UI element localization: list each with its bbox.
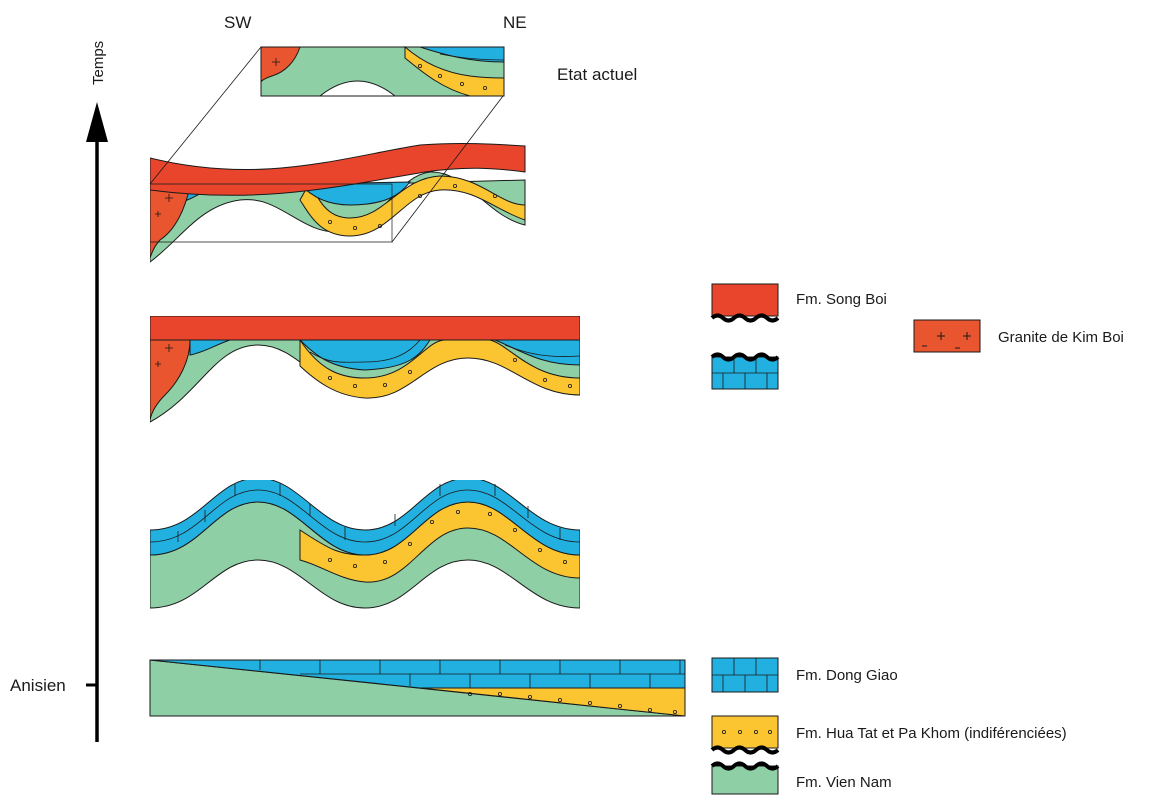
legend-hua-tat-label: Fm. Hua Tat et Pa Khom (indiférenciées) [796, 725, 1067, 742]
section-song-boi-deposit [150, 316, 580, 423]
s1-sandstone-dots [467, 692, 678, 715]
legend-unconformity-1 [710, 313, 780, 323]
direction-ne: NE [503, 13, 527, 32]
legend-granite-pattern [922, 332, 971, 349]
s4-pattern [155, 183, 497, 230]
legend-dong-giao: Fm. Dong Giao [711, 657, 898, 693]
inset-projection-left [149, 46, 262, 185]
direction-sw: SW [224, 13, 251, 32]
s4-granite [150, 185, 191, 259]
s3-granite [150, 339, 191, 421]
legend-unconformity-3 [710, 745, 780, 755]
legend-song-boi-label: Fm. Song Boi [796, 291, 887, 308]
s3-song-boi [150, 316, 580, 341]
legend-hua-tat: Fm. Hua Tat et Pa Khom (indiférenciées) [710, 715, 1067, 755]
legend-hua-tat-dots [722, 730, 773, 735]
legend: Fm. Song Boi Granite de Kim Boi Fm. Dong… [710, 283, 1124, 795]
s1-limestone-pattern [259, 660, 685, 688]
legend-vien-nam: Fm. Vien Nam [710, 761, 892, 795]
legend-limestone-pattern-top [712, 357, 778, 389]
anisien-label: Anisien [10, 676, 66, 695]
section-anisien [149, 659, 686, 717]
legend-vien-nam-swatch [711, 765, 779, 795]
legend-unconformity-4 [710, 761, 780, 771]
legend-unconformity-limestone [710, 352, 780, 390]
legend-granite-label: Granite de Kim Boi [998, 329, 1124, 346]
s5-frame [260, 46, 505, 97]
s5-pattern [272, 53, 504, 91]
section-tilted [150, 142, 526, 263]
s4-song-boi [150, 142, 526, 196]
legend-vien-nam-label: Fm. Vien Nam [796, 774, 892, 791]
s5-lens [319, 80, 396, 96]
section-folded [150, 480, 580, 609]
present-state-label: Etat actuel [557, 65, 637, 84]
inset-projection-right [391, 95, 504, 243]
time-axis: Temps Anisien [10, 41, 108, 742]
section-present [260, 46, 505, 97]
s5-hua-tat [404, 46, 504, 96]
legend-granite: Granite de Kim Boi [913, 319, 1124, 353]
legend-dong-giao-label: Fm. Dong Giao [796, 667, 898, 684]
s3-pattern [155, 339, 580, 388]
legend-unconformity-2 [710, 352, 780, 362]
s2-pattern [150, 484, 580, 569]
time-axis-label: Temps [90, 41, 107, 85]
legend-dong-giao-pattern [712, 658, 778, 692]
s4-hua-tat [299, 175, 526, 237]
legend-song-boi-swatch [711, 283, 779, 317]
s3-hua-tat [299, 338, 580, 399]
s2-dong-giao [150, 480, 580, 556]
legend-song-boi: Fm. Song Boi [710, 283, 887, 323]
s5-granite [260, 46, 301, 83]
time-axis-arrowhead [86, 102, 108, 142]
